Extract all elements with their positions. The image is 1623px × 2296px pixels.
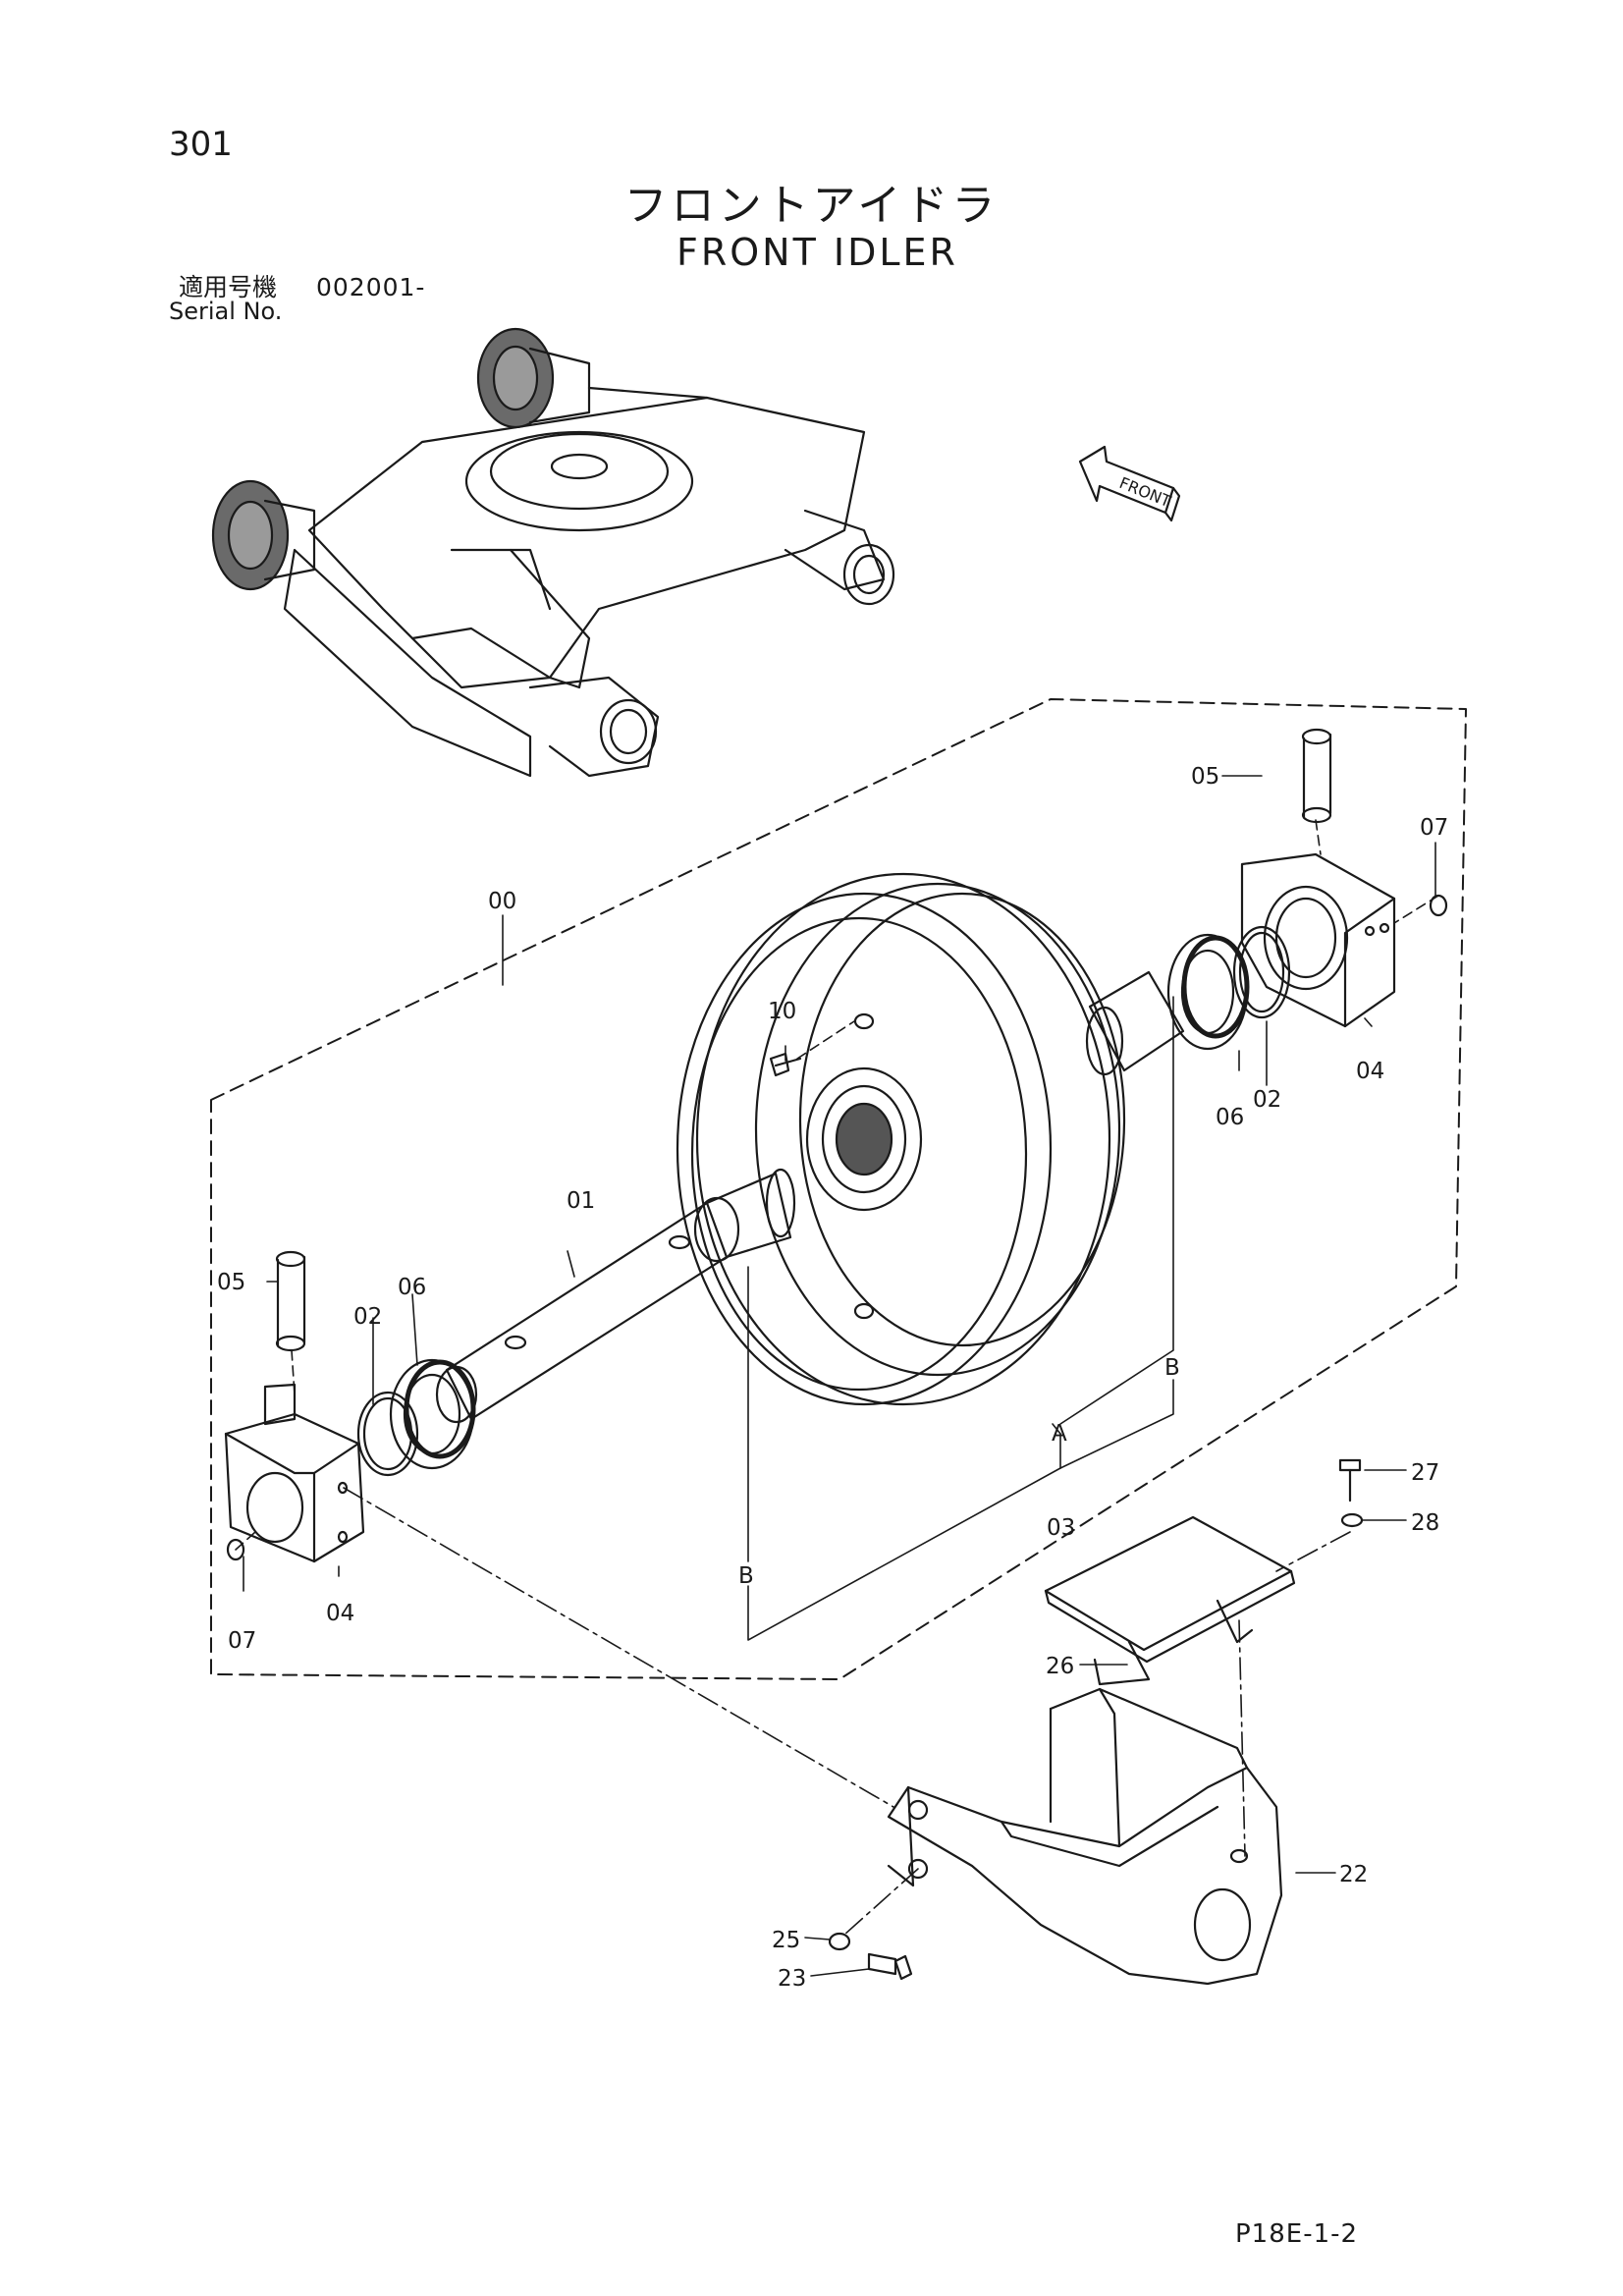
callout-23: 23 <box>778 1966 806 1992</box>
right-shaft-end <box>1085 970 1185 1076</box>
pin-left <box>275 1250 306 1352</box>
callout-05-left: 05 <box>217 1270 245 1295</box>
callout-27: 27 <box>1411 1460 1439 1486</box>
idler-wheel <box>676 872 1126 1406</box>
pin-right <box>1301 728 1332 824</box>
floating-seal-left <box>389 1358 476 1470</box>
page-number: 301 <box>169 125 233 164</box>
o-ring-right <box>1232 925 1291 1019</box>
leader-lines <box>235 775 1439 1977</box>
serial-label-japanese: 適用号機 <box>179 273 278 301</box>
washer-25 <box>828 1932 851 1951</box>
idler-yoke <box>887 1687 1283 1986</box>
callout-00: 00 <box>488 889 516 914</box>
callout-22: 22 <box>1339 1862 1368 1887</box>
callout-07-left: 07 <box>228 1628 256 1654</box>
support-block-left <box>224 1383 365 1563</box>
reference-b-left: B <box>738 1563 754 1589</box>
plug-left <box>226 1538 245 1561</box>
callout-04-right: 04 <box>1356 1059 1384 1084</box>
reference-a: A <box>1052 1421 1067 1447</box>
callout-01: 01 <box>567 1188 595 1214</box>
reference-b-right: B <box>1164 1355 1180 1381</box>
bolt-10 <box>769 1052 802 1077</box>
washer-28 <box>1340 1512 1364 1528</box>
callout-06-right: 06 <box>1216 1105 1244 1130</box>
serial-number-value: 002001- <box>316 273 426 301</box>
bolt-27 <box>1338 1458 1362 1503</box>
bolt-23 <box>867 1952 913 1981</box>
callout-10: 10 <box>768 999 796 1024</box>
assembly-boundary-dashed <box>210 698 1467 1680</box>
callout-25: 25 <box>772 1928 800 1953</box>
callout-28: 28 <box>1411 1510 1439 1536</box>
front-direction-arrow: FRONT <box>1078 445 1181 522</box>
o-ring-left <box>356 1391 419 1477</box>
support-block-right <box>1240 852 1396 1028</box>
callout-02-right: 02 <box>1253 1087 1281 1113</box>
title-english: FRONT IDLER <box>676 231 958 274</box>
footer-page-code: P18E-1-2 <box>1235 2219 1359 2249</box>
callout-26: 26 <box>1046 1654 1074 1679</box>
callout-04-left: 04 <box>326 1601 354 1626</box>
callout-05-right: 05 <box>1191 764 1219 790</box>
callout-06-left: 06 <box>398 1275 426 1300</box>
callout-07-right: 07 <box>1420 815 1448 841</box>
serial-label-english: Serial No. <box>169 298 283 325</box>
track-frame-overview <box>211 327 895 778</box>
callout-03: 03 <box>1047 1515 1075 1541</box>
cover-plate <box>1044 1515 1296 1686</box>
callout-02-left: 02 <box>353 1304 382 1330</box>
callout-labels: 00 01 02 02 03 04 04 05 05 06 06 07 07 1… <box>217 764 1448 1992</box>
idler-shaft <box>435 1168 796 1424</box>
floating-seal-right <box>1166 933 1250 1051</box>
title-japanese: フロントアイドラ <box>623 181 1000 231</box>
